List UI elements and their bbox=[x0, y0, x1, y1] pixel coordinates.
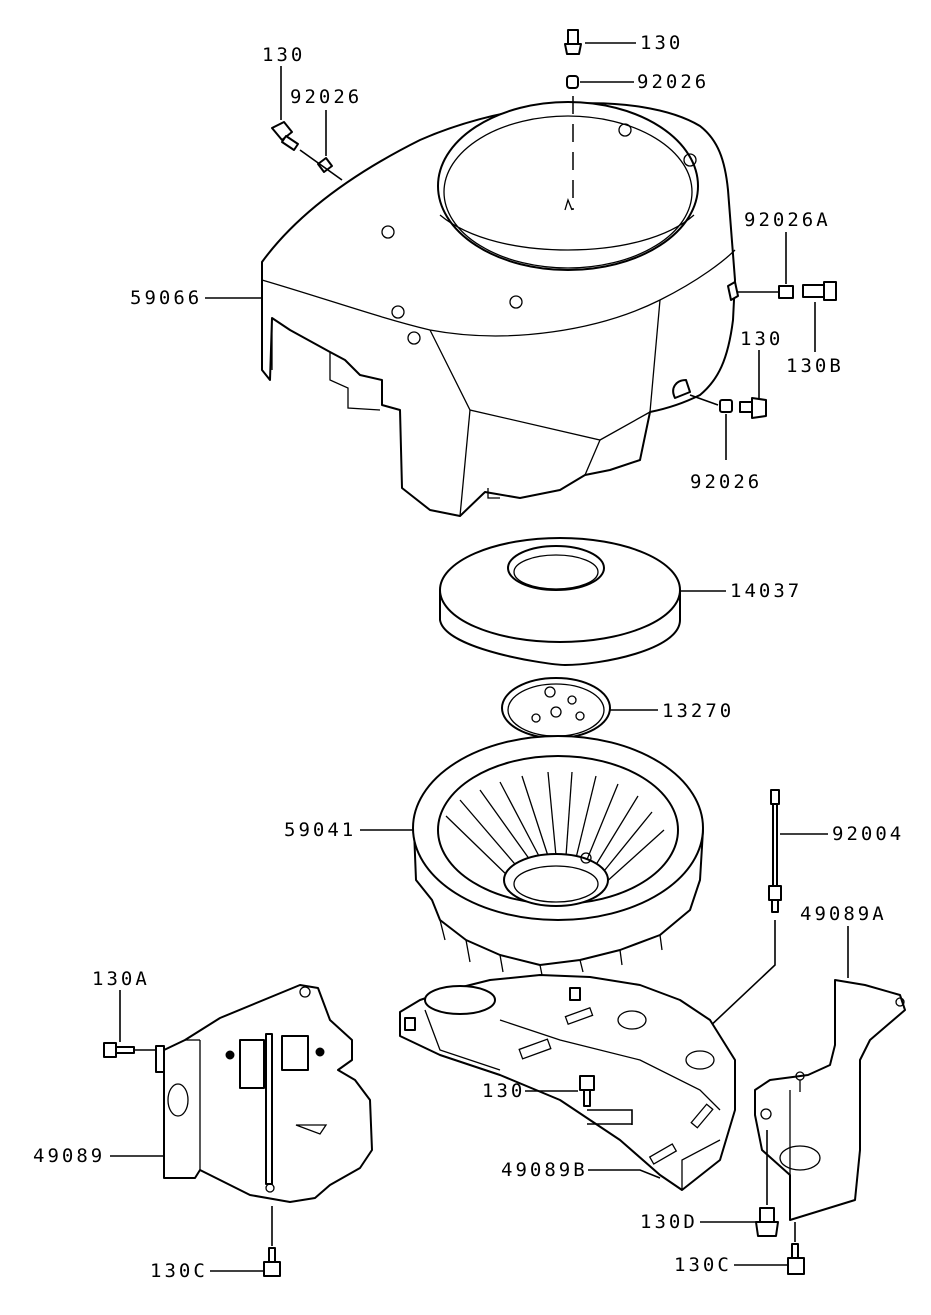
callout-92026-left: 92026 bbox=[290, 86, 362, 108]
callout-92004: 92004 bbox=[832, 823, 904, 845]
bolt-130-right-icon bbox=[739, 397, 767, 419]
leader-lines bbox=[110, 42, 849, 1272]
callout-13270: 13270 bbox=[662, 700, 734, 722]
bolt-130-mid-icon bbox=[579, 1075, 595, 1107]
bolt-130-left-icon bbox=[271, 121, 299, 151]
baffle-49089B bbox=[399, 974, 736, 1191]
guide-line-right-lower bbox=[689, 394, 719, 406]
callout-130C-left: 130C bbox=[150, 1260, 208, 1282]
guide-line-mid bbox=[587, 1109, 633, 1125]
guide-line-left bbox=[299, 149, 343, 181]
callout-130-right: 130 bbox=[740, 328, 783, 350]
collar-92026-left-icon bbox=[317, 157, 333, 173]
flywheel-59041 bbox=[412, 735, 704, 976]
collar-92026A-icon bbox=[778, 285, 794, 299]
bolt-130C-left-icon bbox=[263, 1247, 281, 1277]
bolt-130-top-icon bbox=[564, 29, 582, 55]
shield-49089A bbox=[754, 979, 906, 1221]
bolt-130B-icon bbox=[802, 281, 837, 301]
collar-92026-top-icon bbox=[566, 75, 579, 89]
callout-92026A: 92026A bbox=[744, 209, 831, 231]
shield-49089 bbox=[155, 984, 373, 1203]
stud-92004-icon bbox=[768, 789, 782, 913]
callout-59041: 59041 bbox=[284, 819, 356, 841]
callout-130C-right: 130C bbox=[674, 1254, 732, 1276]
callout-130A: 130A bbox=[92, 968, 150, 990]
callout-130D: 130D bbox=[640, 1211, 698, 1233]
callout-49089: 49089 bbox=[33, 1145, 105, 1167]
guide-line-stud bbox=[705, 920, 776, 1031]
callout-92026-top: 92026 bbox=[637, 71, 709, 93]
callout-130B: 130B bbox=[786, 355, 844, 377]
callout-130-top: 130 bbox=[640, 32, 683, 54]
disc-13270 bbox=[501, 677, 611, 739]
callout-92026-right: 92026 bbox=[690, 471, 762, 493]
callout-49089A: 49089A bbox=[800, 903, 887, 925]
bolt-130C-right-icon bbox=[787, 1243, 805, 1275]
callout-130-mid: 130 bbox=[482, 1080, 525, 1102]
callout-59066: 59066 bbox=[130, 287, 202, 309]
shroud-59066 bbox=[261, 101, 739, 517]
bolt-130A-icon bbox=[103, 1042, 135, 1058]
callout-14037: 14037 bbox=[730, 580, 802, 602]
callout-49089B: 49089B bbox=[501, 1159, 588, 1181]
callout-130-left: 130 bbox=[262, 44, 305, 66]
bolt-130D-icon bbox=[755, 1207, 779, 1237]
plate-14037 bbox=[439, 537, 681, 666]
callout-labels: 130 92026 130 92026 59066 92026A 130B 13… bbox=[33, 32, 904, 1282]
collar-92026-right-icon bbox=[719, 399, 733, 413]
